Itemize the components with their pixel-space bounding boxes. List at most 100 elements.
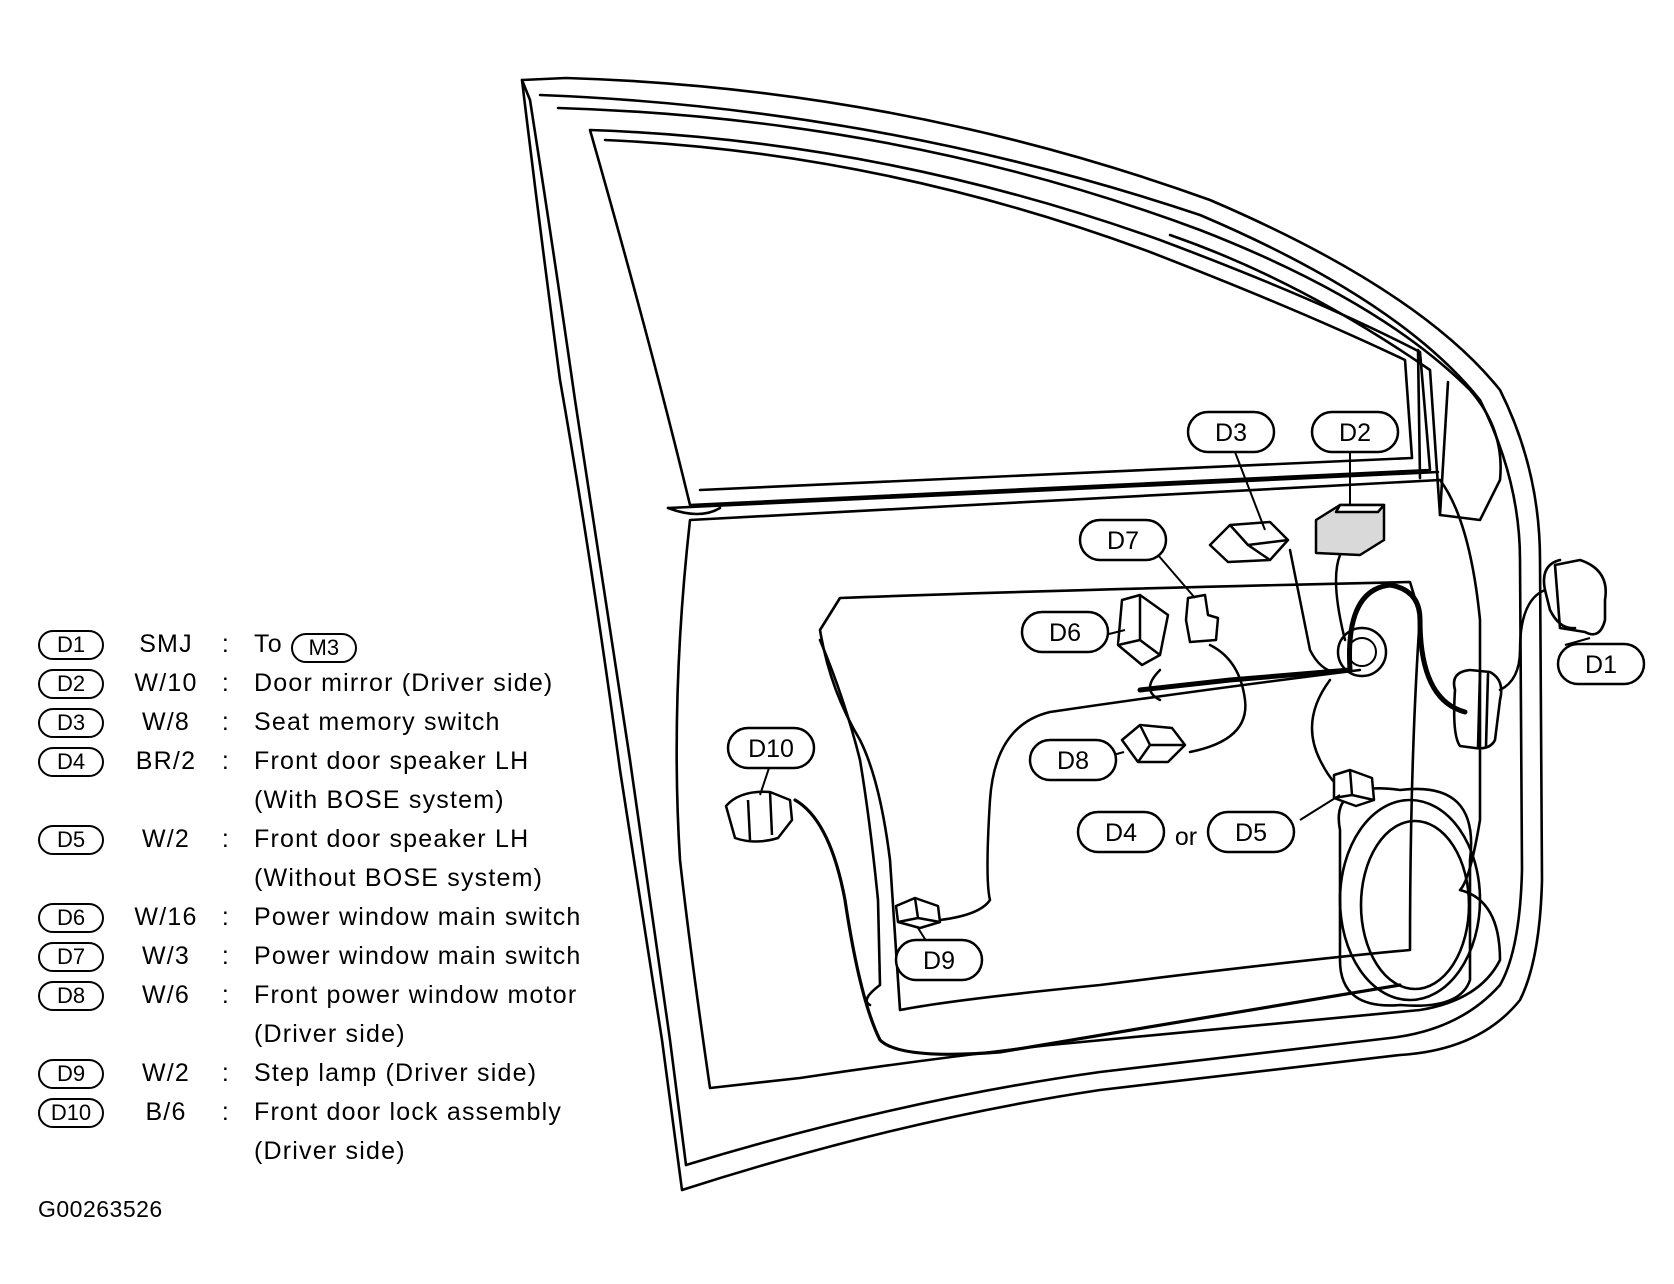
legend-d10-code: B/6 — [145, 1098, 187, 1126]
legend-separator: : — [221, 630, 231, 658]
callout-or: or — [1175, 823, 1197, 851]
legend-separator: : — [221, 981, 231, 1009]
leader-d7 — [1157, 554, 1196, 599]
callout-d6-frame — [1020, 610, 1110, 654]
harness-to-d2 — [1334, 553, 1347, 642]
d1-body — [1542, 558, 1577, 630]
d7-connector — [1184, 593, 1220, 644]
legend-row-d9: D9 W/2 : Step lamp (Driver side) — [36, 1057, 616, 1096]
callout-d4: D4 — [1105, 819, 1137, 847]
harness-grommet — [1336, 626, 1388, 678]
callout-d5-frame — [1206, 810, 1296, 854]
legend-row-d5: D5 W/2 : Front door speaker LH — [36, 823, 616, 862]
legend-d1-id: D1 — [38, 630, 104, 660]
legend-d2-code: W/10 — [134, 669, 198, 697]
legend-row-d8: D8 W/6 : Front power window motor — [36, 979, 616, 1018]
callout-d10-frame — [726, 726, 816, 770]
legend-d10-id: D10 — [38, 1098, 104, 1128]
harness-grommet-inner — [1347, 637, 1377, 667]
legend-separator: : — [221, 903, 231, 931]
window-glass — [588, 128, 1432, 507]
d6-connector-face — [1117, 595, 1161, 656]
legend-row-d6: D6 W/16 : Power window main switch — [36, 901, 616, 940]
d10-connector — [724, 790, 794, 843]
d1-boot — [1452, 668, 1503, 750]
legend-d9-id: D9 — [38, 1059, 104, 1089]
legend-d5-desc2: (Without BOSE system) — [254, 864, 544, 892]
legend-row-d10: D10 B/6 : Front door lock assembly — [36, 1096, 616, 1135]
legend-d8-desc: Front power window motor — [254, 981, 578, 1009]
callout-d1: D1 — [1585, 651, 1617, 679]
legend-d4-code: BR/2 — [135, 747, 197, 775]
leader-d3 — [1234, 451, 1266, 531]
legend-row-d2: D2 W/10 : Door mirror (Driver side) — [36, 667, 616, 706]
callout-d1-frame — [1556, 642, 1646, 686]
legend-d1-desc: To — [254, 630, 283, 658]
legend-d4-id: D4 — [38, 747, 104, 777]
window-glass-inner — [603, 138, 1414, 492]
leader-d1 — [1564, 637, 1591, 646]
legend-separator: : — [221, 747, 231, 775]
d9-connector-face — [897, 897, 941, 924]
legend-d5-id: D5 — [38, 825, 104, 855]
legend-row-d4: D4 BR/2 : Front door speaker LH — [36, 745, 616, 784]
callout-d9: D9 — [923, 947, 955, 975]
harness-to-d9 — [938, 668, 1362, 922]
legend-row-d4-cont: (With BOSE system) — [36, 784, 616, 823]
callout-d9-frame — [894, 938, 984, 982]
d10-connector-face — [746, 791, 774, 841]
legend-separator: : — [221, 1059, 231, 1087]
legend-d10-desc: Front door lock assembly — [254, 1098, 563, 1126]
callout-d8-frame — [1028, 738, 1118, 782]
figure-id: G00263526 — [38, 1196, 163, 1222]
harness-to-d7 — [1188, 643, 1247, 754]
callout-d10: D10 — [748, 735, 794, 763]
legend-d3-code: W/8 — [141, 708, 191, 736]
callout-d3-frame — [1186, 410, 1276, 454]
d1-boot-ridge — [1476, 670, 1490, 750]
legend-row-d10-cont: (Driver side) — [36, 1135, 616, 1174]
callout-d8: D8 — [1057, 747, 1089, 775]
legend-d8-id: D8 — [38, 981, 104, 1011]
legend-row-d3: D3 W/8 : Seat memory switch — [36, 706, 616, 745]
callout-d5: D5 — [1235, 819, 1267, 847]
harness-to-d3 — [1288, 548, 1337, 674]
callout-d4-frame — [1076, 810, 1166, 854]
callout-d2: D2 — [1339, 419, 1371, 447]
harness-to-d10 — [793, 798, 1402, 1056]
inner-panel-recess-lower — [818, 638, 882, 1007]
legend-d6-code: W/16 — [134, 903, 198, 931]
door-front-edge — [520, 78, 688, 1167]
legend-d9-desc: Step lamp (Driver side) — [254, 1059, 538, 1087]
legend-d6-id: D6 — [38, 903, 104, 933]
window-belt-line — [666, 470, 1440, 510]
inner-panel-recess — [818, 580, 1422, 1012]
legend-d9-code: W/2 — [141, 1059, 191, 1087]
speaker-inner — [1359, 819, 1471, 991]
callout-d2-frame — [1310, 410, 1400, 454]
legend-d8-desc2: (Driver side) — [254, 1020, 406, 1048]
legend-d5-code: W/2 — [141, 825, 191, 853]
legend-separator: : — [221, 708, 231, 736]
door-outer-inner-line — [538, 93, 1524, 1167]
belt-curve — [666, 506, 722, 516]
legend-d3-id: D3 — [38, 708, 104, 738]
legend-row-d7: D7 W/3 : Power window main switch — [36, 940, 616, 979]
inner-panel-outline — [675, 478, 1502, 1090]
leader-d10 — [759, 764, 771, 796]
callout-d3: D3 — [1215, 419, 1247, 447]
legend-d2-desc: Door mirror (Driver side) — [254, 669, 554, 697]
d2-connector-top — [1334, 503, 1386, 514]
legend-d1-ref: M3 — [290, 633, 357, 663]
legend-d5-desc: Front door speaker LH — [254, 825, 530, 853]
window-sash-rear — [1416, 348, 1450, 517]
legend-separator: : — [221, 825, 231, 853]
harness-to-d1 — [1498, 588, 1547, 692]
callout-d7-frame — [1078, 518, 1168, 562]
legend-d1-code: SMJ — [139, 630, 193, 658]
legend-separator: : — [221, 942, 231, 970]
harness-to-d6 — [1148, 668, 1162, 702]
